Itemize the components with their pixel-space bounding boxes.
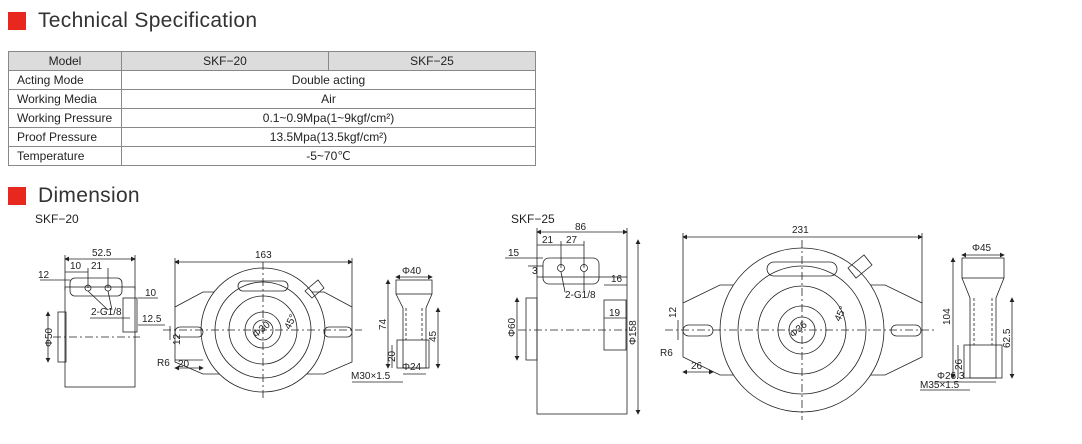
skf25-front-view — [665, 233, 935, 420]
skf25-dim-d7: 19 — [609, 308, 621, 319]
skf25-piston-h: 104 — [942, 308, 953, 325]
header-skf20: SKF−20 — [121, 51, 329, 71]
skf25-dim-width: 231 — [792, 225, 809, 236]
skf20-dim-d6: 12.5 — [142, 314, 162, 325]
skf20-dim-radius: R6 — [157, 358, 170, 369]
skf25-port-label: 2-G1/8 — [565, 290, 596, 301]
skf20-label: SKF−20 — [35, 212, 79, 226]
header-skf25: SKF−25 — [328, 51, 536, 71]
skf25-dim-slot-h: 12 — [668, 306, 679, 318]
skf25-dim-dia: Φ60 — [507, 317, 518, 337]
spec-section-header: Technical Specification — [8, 9, 257, 33]
skf25-dim-d4: 15 — [508, 248, 520, 259]
skf20-dim-d2: 10 — [70, 261, 82, 272]
skf25-dim-radius: R6 — [660, 348, 673, 359]
skf20-dim-d4: 12 — [38, 270, 50, 281]
red-square-marker — [8, 12, 26, 30]
skf25-piston-bot: Φ26.3 — [937, 371, 965, 382]
table-row: Proof Pressure 13.5Mpa(13.5kgf/cm²) — [8, 127, 536, 147]
skf20-piston-h3: 20 — [387, 350, 398, 362]
skf20-piston-top: Φ40 — [402, 266, 422, 277]
table-row: Acting Mode Double acting — [8, 70, 536, 90]
skf25-dim-d5: 3 — [532, 266, 538, 277]
skf20-side-view — [40, 255, 165, 388]
skf20-dim-slot-w: 20 — [178, 359, 190, 370]
skf20-piston-h2: 45 — [428, 330, 439, 342]
skf25-piston-h3: 26 — [954, 358, 965, 370]
skf25-dim-height: Φ158 — [628, 320, 639, 345]
table-row: Temperature -5~70℃ — [8, 146, 536, 166]
skf20-dim-d1: 52.5 — [92, 248, 112, 259]
skf20-dim-d5: 10 — [145, 288, 157, 299]
spec-section-title: Technical Specification — [38, 9, 258, 32]
row-value: -5~70℃ — [121, 146, 536, 166]
skf20-dim-d3: 21 — [91, 261, 103, 272]
spec-table-header: Model SKF−20 SKF−25 — [8, 51, 536, 71]
skf25-piston-h2: 62.5 — [1002, 328, 1013, 348]
header-model: Model — [8, 51, 122, 71]
row-value: 13.5Mpa(13.5kgf/cm²) — [121, 127, 536, 147]
row-value: Double acting — [121, 70, 536, 90]
skf25-side-view — [505, 228, 641, 415]
spec-table: Model SKF−20 SKF−25 Acting Mode Double a… — [8, 51, 536, 166]
skf25-dim-d1: 86 — [575, 222, 587, 233]
skf20-port-label: 2-G1/8 — [91, 307, 122, 318]
skf25-piston-view — [920, 252, 1015, 391]
skf25-piston-thread: M35×1.5 — [920, 380, 960, 391]
skf25-dim-slot-w: 26 — [691, 361, 703, 372]
dimension-section-header: Dimension — [8, 184, 140, 208]
row-label: Working Pressure — [8, 108, 122, 128]
skf20-piston-h: 74 — [378, 318, 389, 330]
skf20-front-view — [163, 258, 362, 398]
skf25-dim-d6: 16 — [611, 274, 623, 285]
skf25-dim-d2: 21 — [542, 235, 554, 246]
skf20-piston-view — [352, 274, 441, 383]
skf25-dim-d3: 27 — [566, 235, 578, 246]
skf20-dim-slot-h: 12 — [172, 333, 183, 345]
skf25-label: SKF−25 — [511, 212, 555, 226]
row-label: Proof Pressure — [8, 127, 122, 147]
skf20-piston-thread: M30×1.5 — [351, 371, 391, 382]
skf20-dim-width: 163 — [255, 250, 272, 261]
skf20-dim-dia: Φ50 — [44, 327, 55, 347]
dimension-section-title: Dimension — [38, 184, 140, 207]
skf20-piston-bot: Φ24 — [402, 362, 422, 373]
skf25-piston-top: Φ45 — [972, 243, 992, 254]
red-square-marker — [8, 187, 26, 205]
